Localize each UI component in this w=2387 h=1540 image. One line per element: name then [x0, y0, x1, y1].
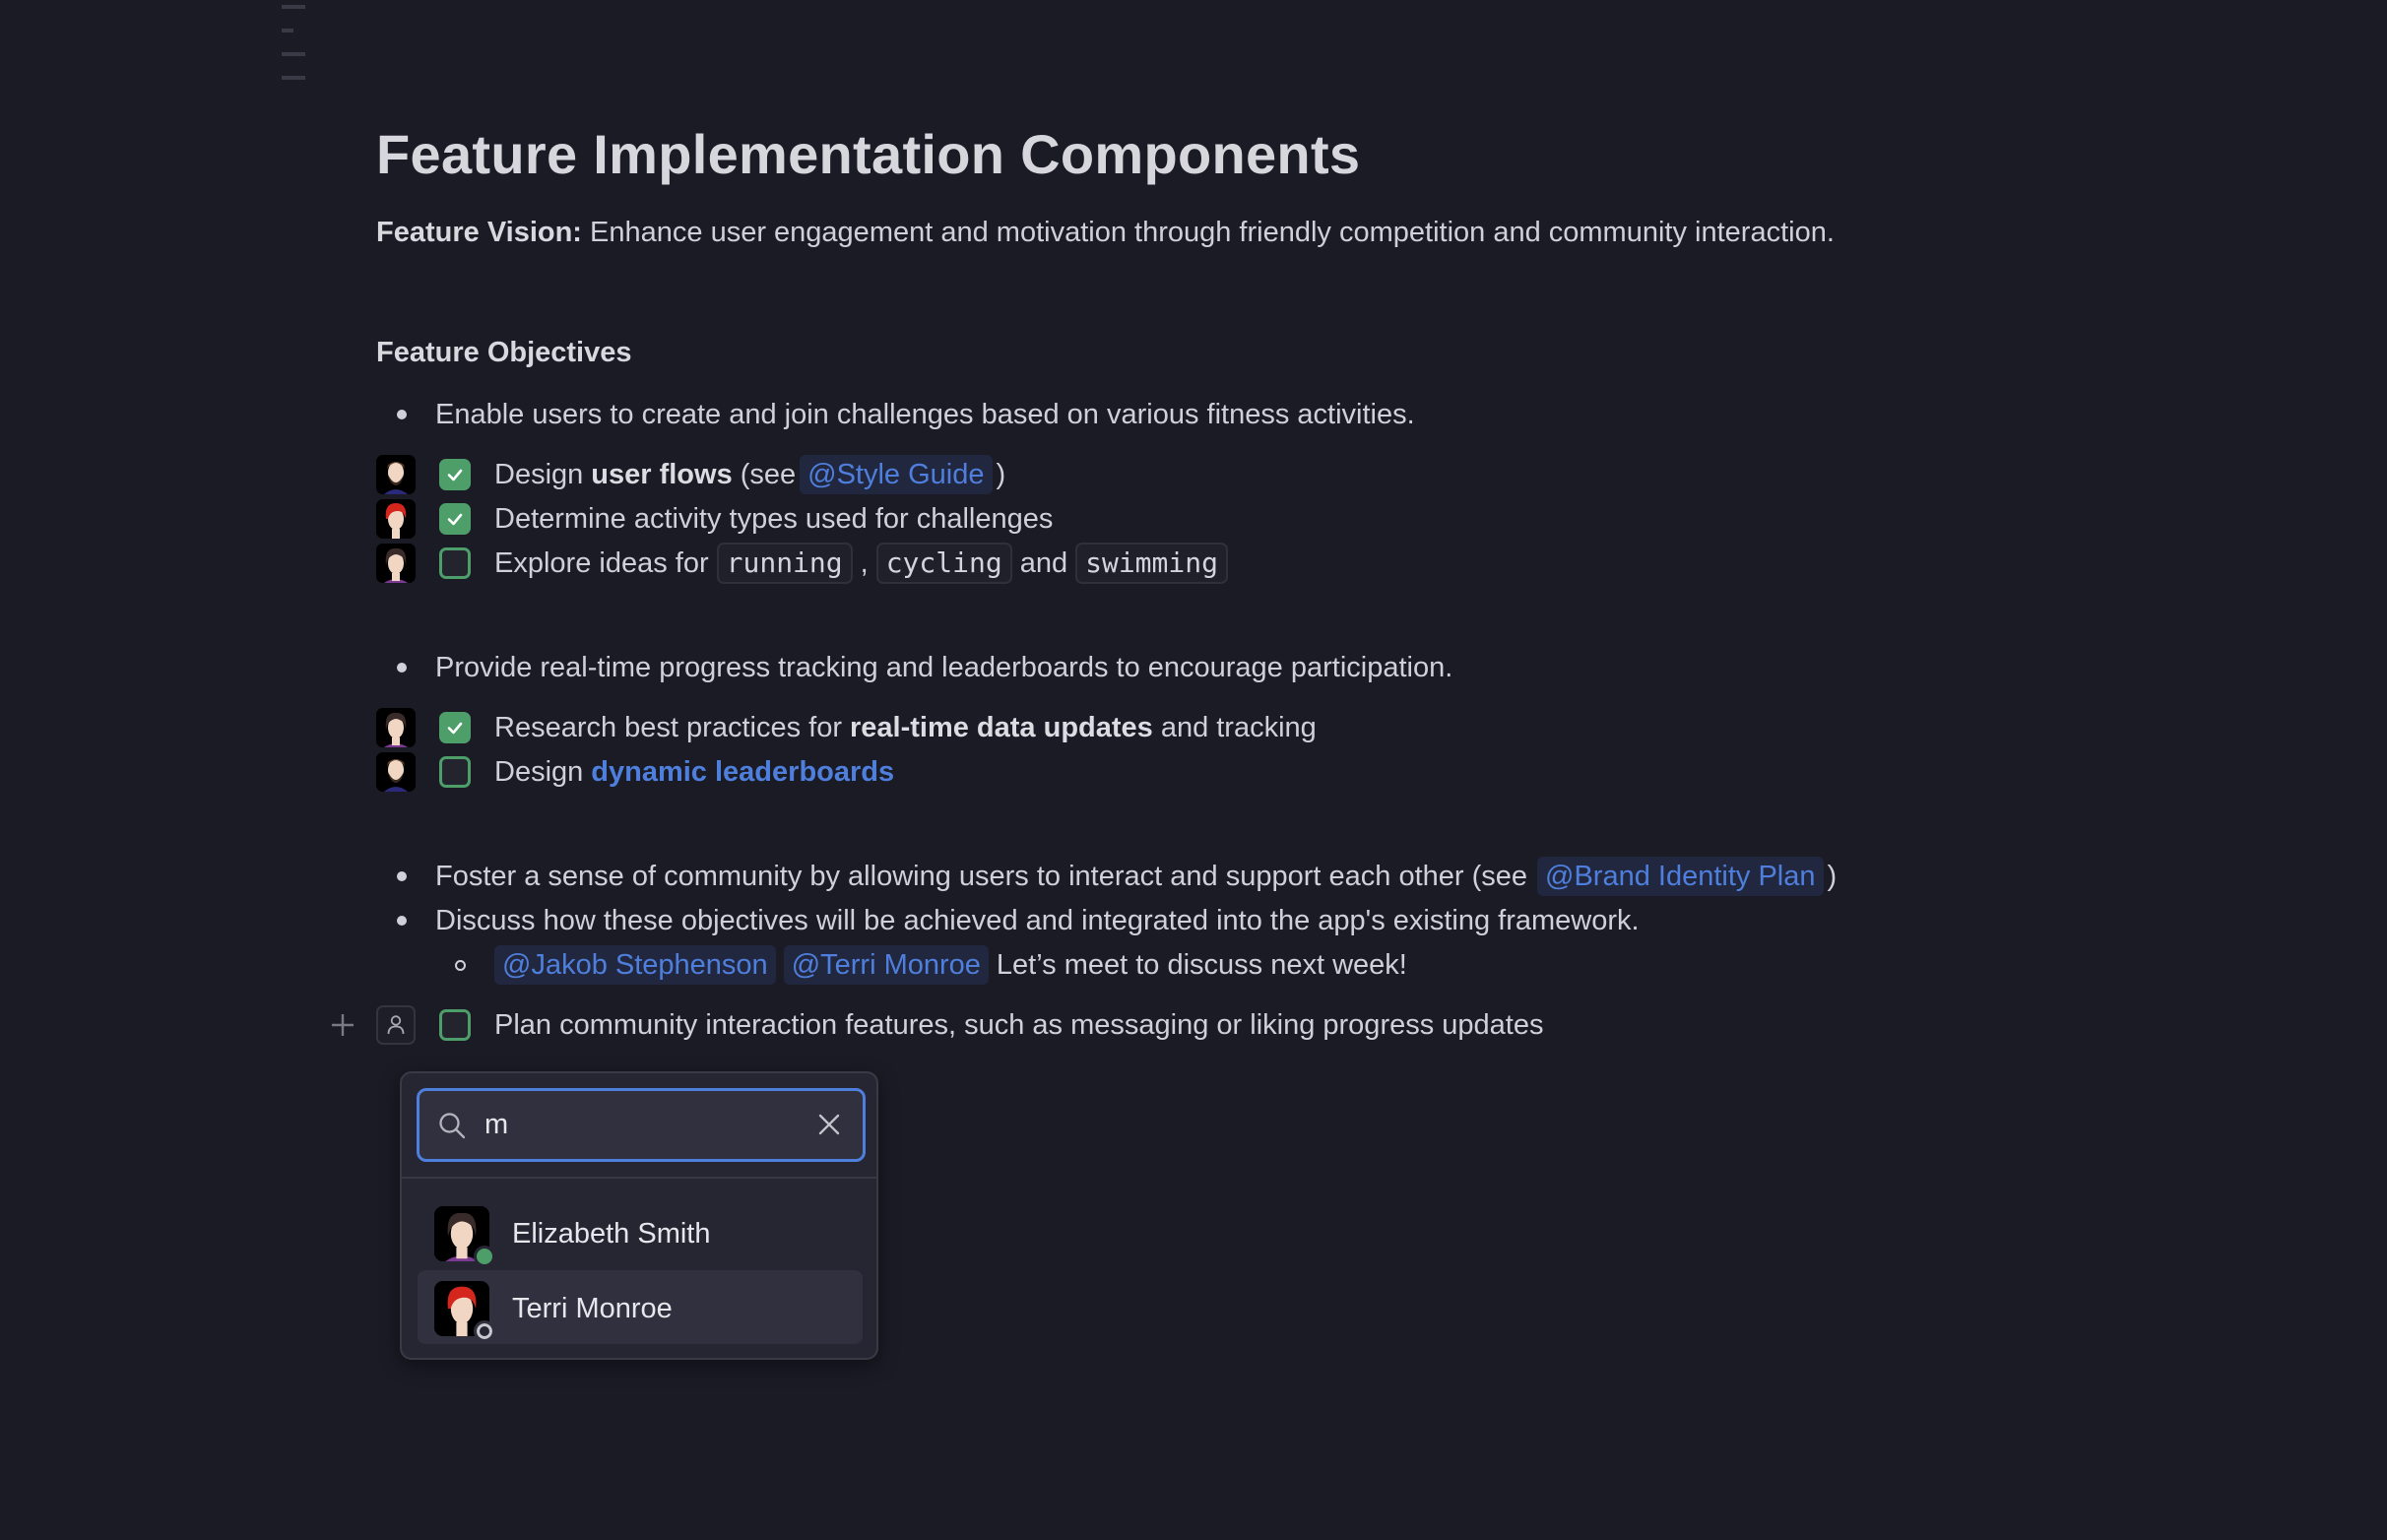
task-text: Explore ideas for running , cycling and … [494, 542, 1236, 585]
divider [402, 1177, 876, 1179]
list-item-text: Discuss how these objectives will be ach… [435, 905, 1640, 936]
mention-brand-identity-plan[interactable]: @Brand Identity Plan [1537, 857, 1824, 896]
bullet-icon [397, 663, 407, 673]
list-item-text: Provide real-time progress tracking and … [435, 652, 1453, 683]
option-name: Terri Monroe [512, 1293, 673, 1324]
task-checkbox[interactable] [439, 547, 471, 579]
avatar [434, 1206, 495, 1267]
task-text: Research best practices for real-time da… [494, 712, 1317, 743]
list-item-text: Enable users to create and join challeng… [435, 399, 1415, 430]
outline-line[interactable] [282, 76, 305, 80]
nested-item-text: @Jakob Stephenson @Terri Monroe Let’s me… [494, 943, 1407, 987]
task-text: Design dynamic leaderboards [494, 750, 894, 794]
assignee-picker-popup: Elizabeth Smith Terri Monroe [400, 1071, 878, 1360]
list-item-text: Foster a sense of community by allowing … [435, 855, 1837, 898]
bullet-icon [397, 410, 407, 419]
offline-status-icon [474, 1320, 495, 1342]
task-text[interactable]: Plan community interaction features, suc… [494, 1009, 1544, 1041]
assignee-search-field[interactable] [417, 1088, 866, 1162]
search-icon [439, 1113, 466, 1139]
vision-text: Enhance user engagement and motivation t… [590, 217, 1835, 248]
circle-bullet-icon [455, 960, 466, 971]
inline-code: cycling [875, 543, 1012, 584]
assignee-avatar-jakob[interactable] [376, 455, 416, 494]
mention-style-guide[interactable]: @Style Guide [800, 455, 993, 494]
assignee-avatar-jakob[interactable] [376, 752, 416, 792]
task-checkbox[interactable] [439, 459, 471, 490]
page-title: Feature Implementation Components [376, 123, 1361, 185]
task-text: Design user flows (see @Style Guide ) [494, 453, 1005, 496]
link-dynamic-leaderboards[interactable]: dynamic leaderboards [591, 756, 895, 788]
inline-code: running [716, 543, 853, 584]
vision-label: Feature Vision: [376, 217, 582, 248]
assignee-option-elizabeth-smith[interactable]: Elizabeth Smith [418, 1195, 863, 1269]
assignee-avatar-elizabeth[interactable] [376, 708, 416, 747]
clear-search-icon[interactable] [815, 1111, 843, 1138]
document-outline[interactable] [282, 5, 305, 99]
mention-jakob-stephenson[interactable]: @Jakob Stephenson [494, 945, 776, 985]
inline-code: swimming [1075, 543, 1228, 584]
assign-user-button[interactable] [376, 1005, 416, 1045]
bullet-icon [397, 871, 407, 881]
outline-line[interactable] [282, 29, 293, 32]
avatar [434, 1281, 495, 1342]
outline-line[interactable] [282, 5, 305, 9]
online-status-icon [474, 1246, 495, 1267]
bullet-icon [397, 916, 407, 926]
option-name: Elizabeth Smith [512, 1218, 711, 1250]
task-checkbox[interactable] [439, 503, 471, 535]
feature-vision: Feature Vision: Enhance user engagement … [376, 217, 1835, 249]
task-text: Determine activity types used for challe… [494, 503, 1054, 535]
task-checkbox[interactable] [439, 712, 471, 743]
outline-line[interactable] [282, 52, 305, 56]
mention-terri-monroe[interactable]: @Terri Monroe [783, 945, 989, 985]
person-icon [387, 1015, 405, 1035]
task-checkbox[interactable] [439, 756, 471, 788]
objectives-heading: Feature Objectives [376, 337, 632, 368]
assignee-avatar-elizabeth[interactable] [376, 544, 416, 583]
assignee-option-terri-monroe[interactable]: Terri Monroe [418, 1270, 863, 1344]
assignee-avatar-terri[interactable] [376, 499, 416, 539]
add-block-button[interactable] [329, 1011, 356, 1039]
assignee-search-input[interactable] [484, 1091, 800, 1159]
task-checkbox[interactable] [439, 1009, 471, 1041]
plus-icon [332, 1014, 354, 1036]
